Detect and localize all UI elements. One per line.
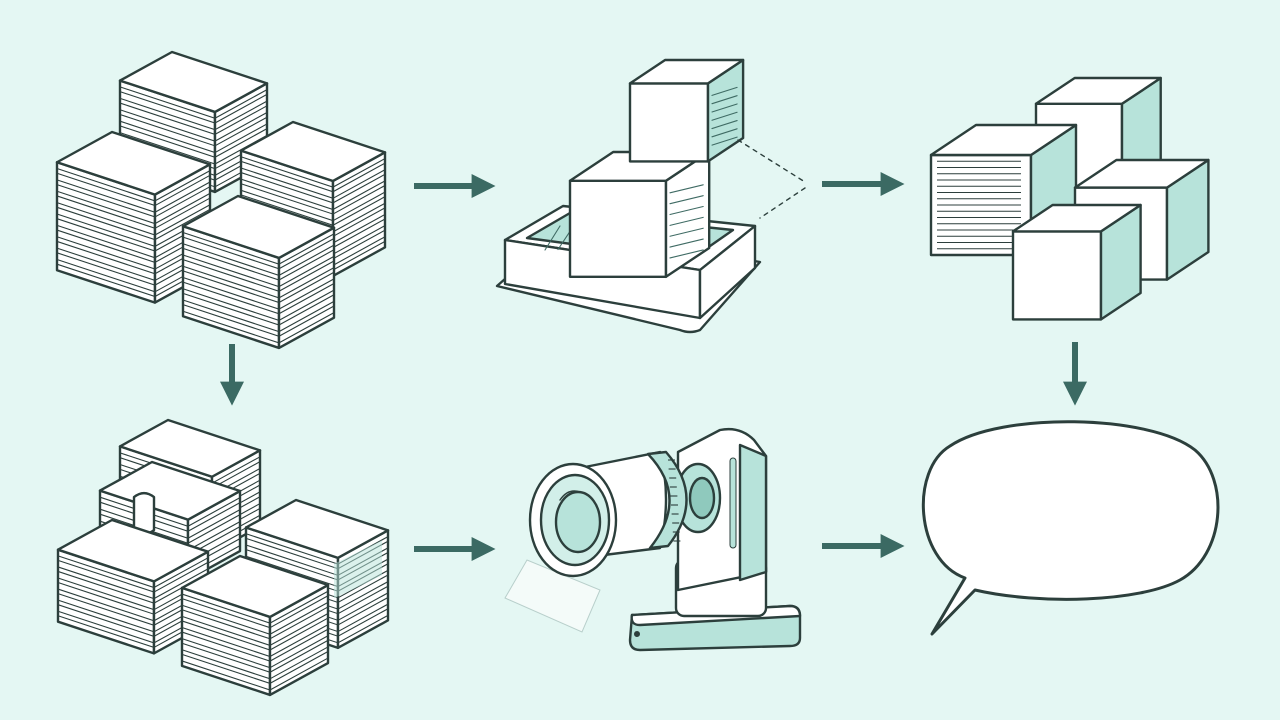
floating-cube-icon: [628, 58, 745, 163]
paper-stack-icon: [180, 554, 330, 697]
document-cubes-icon: [929, 76, 1210, 321]
speech-bubble-icon: [921, 420, 1220, 636]
paper-stack-icon: [181, 194, 336, 350]
projector-lens-icon: [504, 427, 802, 652]
cube-mold-icon: [495, 58, 806, 334]
cube-icon: [1011, 203, 1142, 321]
cube-in-mold-icon: [568, 150, 711, 278]
paper-stacks-clipped-icon: [56, 418, 390, 697]
paper-stacks-icon: [55, 50, 387, 350]
